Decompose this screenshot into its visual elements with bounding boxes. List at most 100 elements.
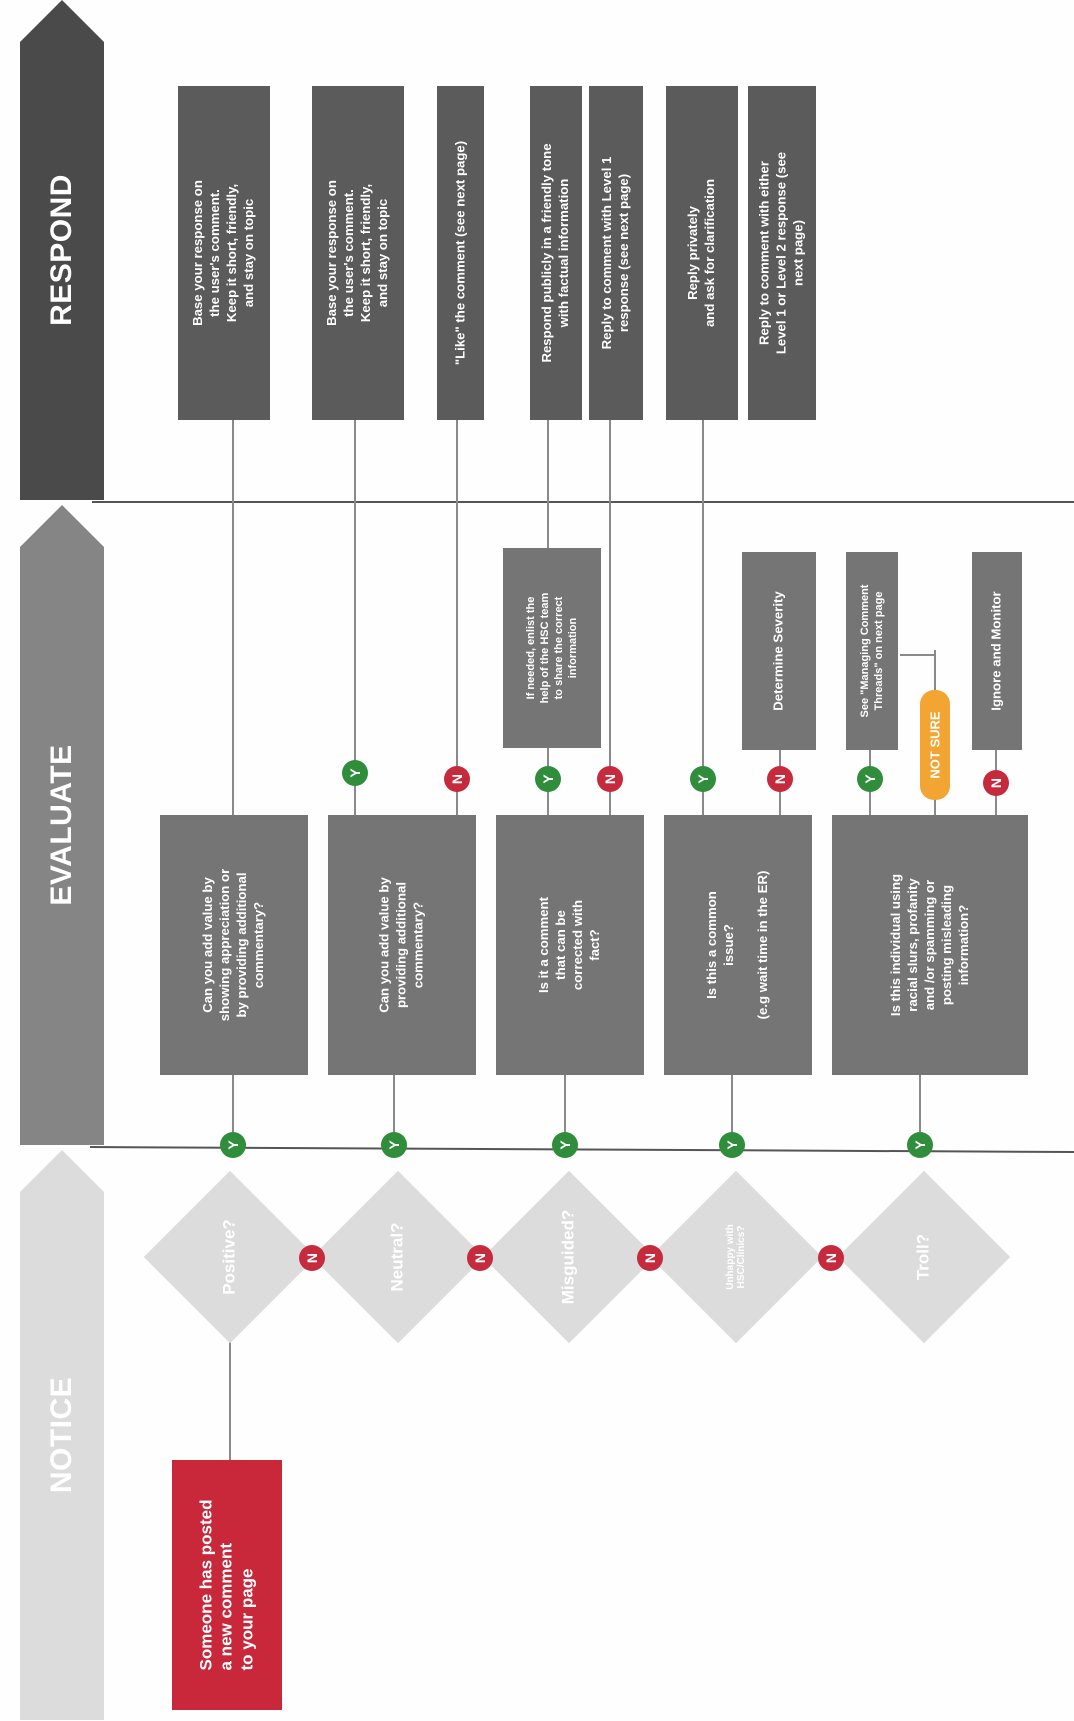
respond-box-7: Reply to comment with either Level 1 or … — [748, 86, 816, 420]
start-line-2: a new comment — [216, 1542, 236, 1671]
question-box-neutral: Can you add value by providing additiona… — [328, 815, 476, 1075]
respond-4-line-1: Respond publicly in a friendly tone — [539, 143, 555, 363]
q-troll-line-5: information? — [955, 904, 971, 986]
q-troll-line-4: posting misleading — [938, 884, 954, 1006]
respond-box-3: "Like" the comment (see next page) — [437, 86, 484, 420]
yes-label: Y — [225, 1140, 241, 1150]
no-circle-troll-eval: N — [983, 770, 1009, 796]
respond-1-line-3: Keep it short, friendly, — [224, 183, 239, 323]
diamond-troll: Troll? — [837, 1170, 1011, 1344]
neutral-label: Neutral? — [387, 1222, 407, 1292]
yes-circle-neutral-eval: Y — [342, 760, 368, 786]
respond-2-line-1: Base your response on — [324, 180, 340, 326]
q-neutral-line-2: providing additional — [393, 882, 409, 1009]
yes-circle-troll-eval: Y — [857, 766, 883, 792]
q-troll-line-2: racial slurs, profanity — [904, 878, 920, 1012]
q-unhappy-line-3: (e.g wait time in the ER) — [754, 870, 770, 1020]
not-sure-label: NOT SURE — [927, 711, 943, 779]
start-text: Someone has posted a new comment to your… — [196, 1500, 257, 1671]
no-label: N — [472, 1252, 488, 1264]
q-unhappy-line-1: Is this a common — [704, 891, 720, 999]
respond-chevron — [20, 0, 104, 500]
no-circle-misguided: N — [637, 1245, 663, 1271]
yes-label: Y — [862, 774, 878, 784]
threads-box: See "Managing Comment Threads" on next p… — [846, 552, 898, 750]
yes-label: Y — [912, 1140, 928, 1150]
respond-7-line-3: next page) — [790, 220, 806, 286]
yes-circle-troll: Y — [907, 1132, 933, 1158]
respond-4-line-2: with factual information — [556, 178, 571, 328]
yes-circle-neutral: Y — [381, 1132, 407, 1158]
no-circle-misguided-eval: N — [597, 766, 623, 792]
respond-banner: RESPOND — [20, 0, 104, 500]
enlist-line-1: If needed, enlist the — [524, 596, 537, 700]
notice-banner: NOTICE — [20, 1150, 104, 1720]
ignore-text: Ignore and Monitor — [988, 591, 1004, 711]
q-unhappy-line-2: issue? — [721, 924, 737, 966]
q-positive-line-2: showing appreciation or — [217, 868, 233, 1022]
q-positive-line-4: commentary? — [250, 901, 266, 989]
diamond-misguided: Misguided? — [482, 1170, 656, 1344]
yes-label: Y — [724, 1140, 740, 1150]
q-positive-line-3: by providing additional — [234, 872, 249, 1018]
threads-line-1: See "Managing Comment — [858, 584, 871, 718]
unhappy-label: Unhappy with HSC/Clinics? — [725, 1224, 747, 1290]
severity-text: Determine Severity — [770, 591, 786, 711]
yes-circle-misguided: Y — [552, 1132, 578, 1158]
respond-7-line-1: Reply to comment with either — [756, 161, 772, 345]
respond-2-line-3: Keep it short, friendly, — [358, 183, 373, 323]
q-misguided-line-2: that can be — [553, 910, 569, 980]
respond-box-4: Respond publicly in a friendly tone with… — [530, 86, 582, 420]
no-label: N — [823, 1252, 839, 1264]
question-box-positive: Can you add value by showing appreciatio… — [160, 815, 308, 1075]
yes-label: Y — [347, 768, 363, 778]
no-circle-unhappy-eval: N — [767, 766, 793, 792]
severity-box: Determine Severity — [742, 552, 816, 750]
respond-1-line-4: and stay on topic — [240, 198, 256, 308]
enlist-line-2: help of the HSC team — [538, 592, 551, 704]
notice-chevron — [20, 1150, 104, 1720]
evaluate-banner: EVALUATE — [20, 505, 104, 1145]
question-box-troll: Is this individual using racial slurs, p… — [832, 815, 1028, 1075]
q-misguided-line-1: Is it a comment — [536, 897, 552, 994]
diamond-positive: Positive? — [143, 1170, 317, 1344]
threads-line-2: Threads" on next page — [873, 591, 885, 711]
start-line-3: to your page — [237, 1568, 257, 1671]
respond-2-line-4: and stay on topic — [374, 198, 390, 308]
q-misguided-line-3: corrected with — [570, 899, 585, 991]
q-neutral-line-3: commentary? — [410, 901, 426, 989]
no-circle-unhappy: N — [818, 1245, 844, 1271]
respond-3-text: "Like" the comment (see next page) — [452, 140, 468, 366]
respond-2-line-2: the user's comment. — [341, 189, 357, 317]
no-label: N — [602, 773, 618, 785]
enlist-line-3: to share the correct — [553, 596, 565, 700]
yes-label: Y — [386, 1140, 402, 1150]
yes-circle-misguided-eval: Y — [535, 766, 561, 792]
question-box-unhappy: Is this a common issue? (e.g wait time i… — [664, 815, 812, 1075]
respond-5-line-2: response (see next page) — [616, 173, 631, 333]
yes-circle-unhappy-eval: Y — [690, 766, 716, 792]
respond-box-6: Reply privately and ask for clarificatio… — [666, 86, 738, 420]
respond-6-line-2: and ask for clarification — [702, 178, 717, 328]
not-sure-pill: NOT SURE — [920, 690, 950, 800]
respond-7-line-2: Level 1 or Level 2 response (see — [773, 151, 789, 355]
no-label: N — [772, 773, 788, 785]
no-label: N — [304, 1252, 320, 1264]
unhappy-line-1: Unhappy with — [725, 1224, 736, 1290]
diamond-unhappy: Unhappy with HSC/Clinics? — [649, 1170, 823, 1344]
evaluate-title: EVALUATE — [45, 744, 78, 906]
q-troll-line-1: Is this individual using — [887, 873, 903, 1017]
yes-label: Y — [557, 1140, 573, 1150]
respond-box-1: Base your response on the user's comment… — [178, 86, 270, 420]
no-circle-positive: N — [299, 1245, 325, 1271]
enlist-box: If needed, enlist the help of the HSC te… — [503, 548, 601, 748]
q-positive-line-1: Can you add value by — [200, 877, 216, 1013]
respond-1-line-1: Base your response on — [190, 180, 206, 326]
diamond-neutral: Neutral? — [311, 1170, 485, 1344]
no-circle-neutral: N — [467, 1245, 493, 1271]
respond-box-2: Base your response on the user's comment… — [312, 86, 404, 420]
yes-label: Y — [540, 774, 556, 784]
question-box-misguided: Is it a comment that can be corrected wi… — [496, 815, 644, 1075]
positive-label: Positive? — [219, 1219, 239, 1295]
